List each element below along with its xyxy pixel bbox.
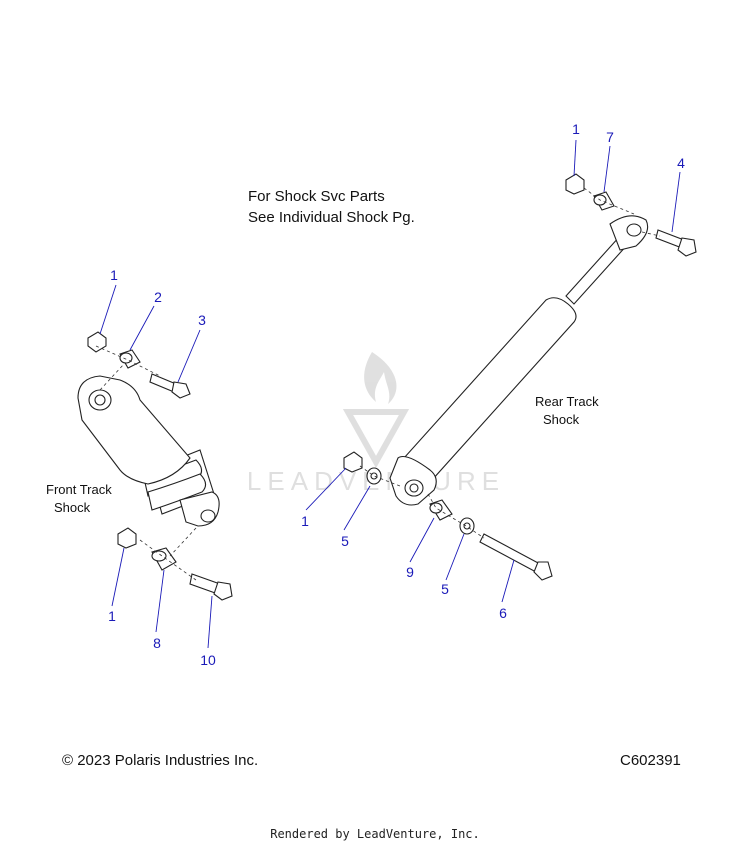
callout-5[interactable]: 5 <box>341 533 349 549</box>
rear-shock-label-line2: Shock <box>543 412 580 427</box>
service-note-line2: See Individual Shock Pg. <box>248 209 415 226</box>
rear-lower-washer-left[interactable] <box>366 467 382 485</box>
service-note-line1: For Shock Svc Parts <box>248 188 385 205</box>
front-lower-spacer[interactable] <box>151 547 177 571</box>
callout-numbers: 1 2 3 1 8 10 1 5 9 5 6 1 7 4 <box>108 121 685 668</box>
rear-upper-bolt[interactable] <box>655 229 697 257</box>
rear-lower-bolt[interactable] <box>479 533 553 581</box>
front-lower-nut[interactable] <box>117 527 137 549</box>
callout-1[interactable]: 1 <box>301 513 309 529</box>
diagram-code: C602391 <box>620 752 681 769</box>
front-lower-bolt[interactable] <box>189 573 233 601</box>
rear-lower-spacer[interactable] <box>429 499 453 521</box>
callout-8[interactable]: 8 <box>153 635 161 651</box>
v-logo-icon <box>342 409 410 469</box>
copyright-text: © 2023 Polaris Industries Inc. <box>62 752 259 769</box>
callout-6[interactable]: 6 <box>499 605 507 621</box>
callout-9[interactable]: 9 <box>406 564 414 580</box>
callout-1[interactable]: 1 <box>108 608 116 624</box>
callout-5[interactable]: 5 <box>441 581 449 597</box>
front-shock-label-line2: Shock <box>54 500 91 515</box>
rear-lower-nut[interactable] <box>343 451 363 473</box>
callout-2[interactable]: 2 <box>154 289 162 305</box>
callout-7[interactable]: 7 <box>606 129 614 145</box>
callout-1[interactable]: 1 <box>110 267 118 283</box>
rear-track-shock[interactable] <box>389 215 649 506</box>
flame-logo-icon <box>364 352 397 404</box>
rear-shock-label-line1: Rear Track <box>535 394 599 409</box>
callout-1[interactable]: 1 <box>572 121 580 137</box>
front-shock-label-line1: Front Track <box>46 482 112 497</box>
front-track-shock[interactable] <box>77 375 220 527</box>
rear-lower-washer-right[interactable] <box>459 517 475 535</box>
callout-3[interactable]: 3 <box>198 312 206 328</box>
leader-lines <box>99 139 681 649</box>
rear-upper-spacer[interactable] <box>593 191 615 211</box>
front-upper-spacer[interactable] <box>119 349 141 369</box>
rendered-by-text: Rendered by LeadVenture, Inc. <box>270 827 480 841</box>
front-upper-bolt[interactable] <box>149 373 191 399</box>
rear-upper-nut[interactable] <box>565 173 585 195</box>
callout-10[interactable]: 10 <box>200 652 216 668</box>
front-upper-nut[interactable] <box>87 331 107 353</box>
callout-4[interactable]: 4 <box>677 155 685 171</box>
